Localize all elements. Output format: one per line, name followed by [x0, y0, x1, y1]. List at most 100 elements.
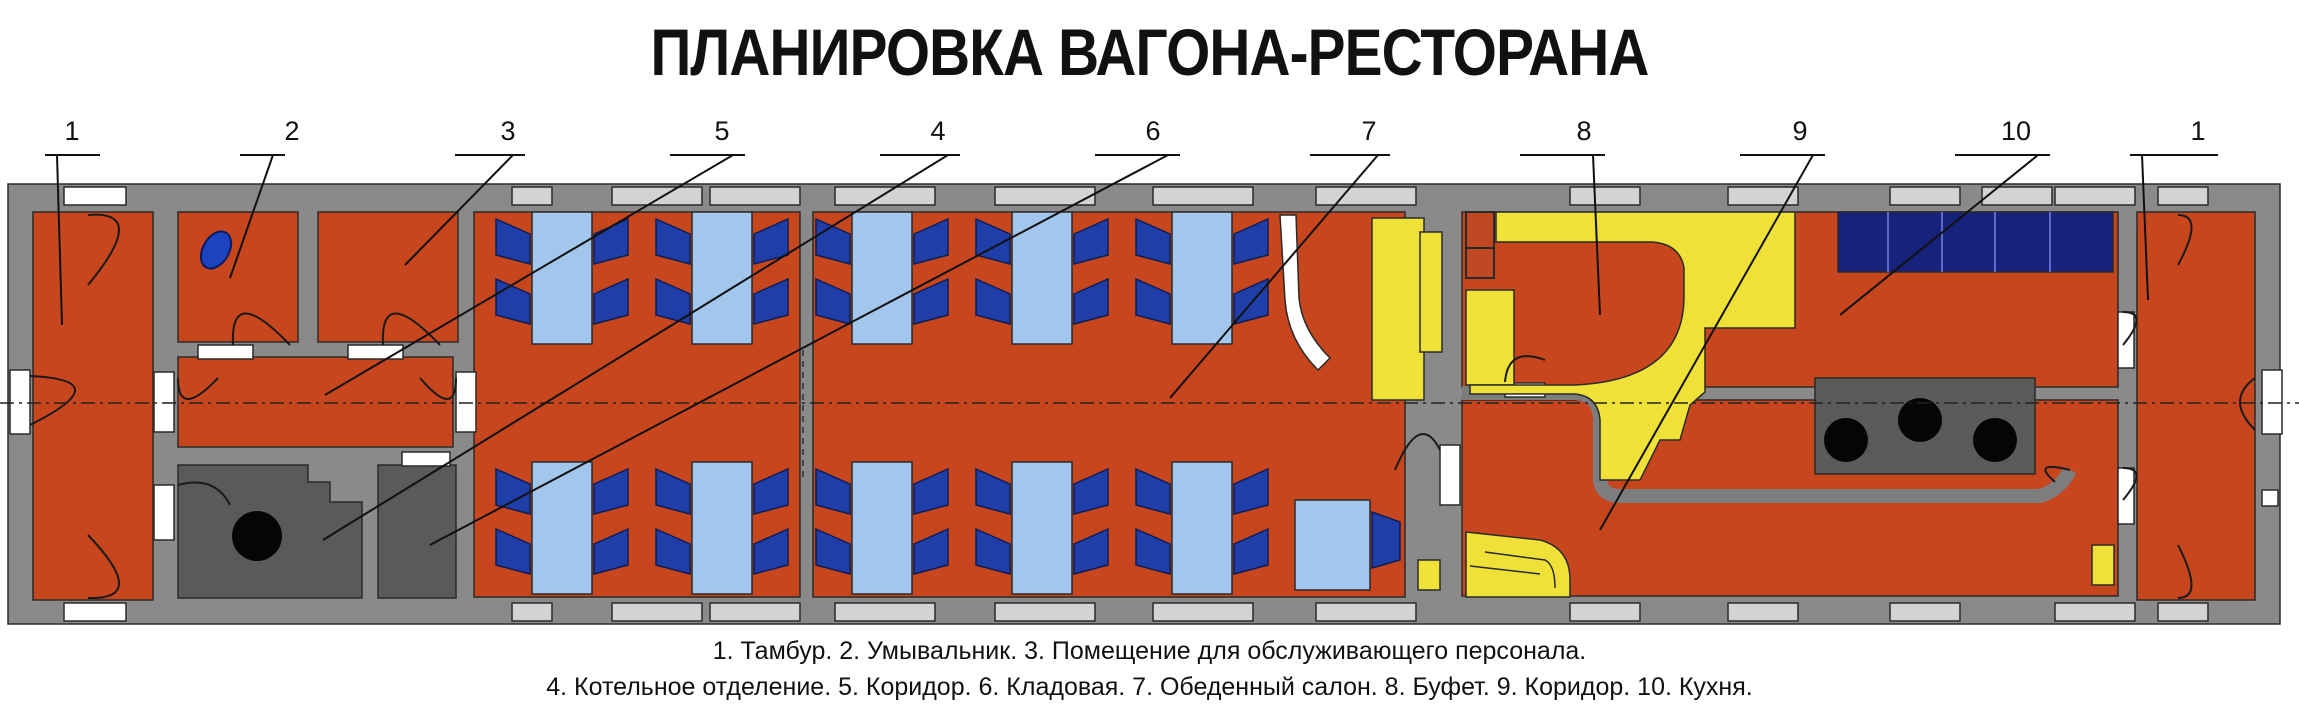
- leader-line-1: [56, 154, 63, 326]
- callout-2: 2: [284, 116, 299, 146]
- door-swing-1: [87, 213, 120, 286]
- kitchen-sink-unit: [2091, 544, 2115, 586]
- window-bottom-10: [1889, 602, 1961, 622]
- door-opening-11: [1439, 444, 1461, 506]
- chair-6-3: [593, 467, 629, 515]
- dining-table-2: [691, 211, 753, 345]
- window-bottom-5: [994, 602, 1096, 622]
- window-top-10: [1889, 186, 1961, 206]
- chair-4-3: [1073, 217, 1109, 265]
- door-swing-3: [29, 375, 76, 426]
- window-bottom-1: [511, 602, 553, 622]
- leader-line-3: [404, 154, 514, 266]
- leader-line-11: [2141, 154, 2149, 301]
- window-bottom-11: [2054, 602, 2136, 622]
- washbasin-icon: [199, 230, 233, 270]
- door-opening-5: [401, 451, 451, 467]
- boiler-icon: [232, 511, 282, 561]
- window-bottom-3: [709, 602, 801, 622]
- door-swing-9: [1394, 433, 1441, 471]
- dining-table-1: [531, 211, 593, 345]
- leader-line-2: [229, 154, 274, 279]
- doors: [29, 213, 2256, 600]
- stove-burner-2: [1898, 398, 1942, 442]
- window-top-11: [1981, 186, 2053, 206]
- chair-6-2: [495, 527, 531, 575]
- callout-labels: 1 2 3 5 4 6 7 8 9 10 1: [64, 116, 2205, 146]
- window-bottom-2: [611, 602, 703, 622]
- callout-6: 6: [1145, 116, 1160, 146]
- buffet-seat-lines: [1469, 551, 1556, 589]
- window-top-6: [1152, 186, 1254, 206]
- door-swing-10: [1504, 355, 1546, 383]
- furniture: [199, 211, 2115, 598]
- door-opening-2: [63, 602, 127, 622]
- window-bottom-4: [834, 602, 936, 622]
- stove-burner-1: [1824, 418, 1868, 462]
- washroom-room: [177, 211, 299, 343]
- dining-table-3: [851, 211, 913, 345]
- callout-4: 4: [930, 116, 945, 146]
- buffet-box-2: [1465, 247, 1495, 279]
- door-swing-2: [87, 534, 120, 600]
- buffet-rack: [1465, 289, 1515, 386]
- buffet-cabinet-slim: [1419, 231, 1443, 353]
- leader-line-5: [322, 154, 949, 541]
- chair-7-4: [753, 527, 789, 575]
- buffet-cabinet-left: [1371, 217, 1425, 401]
- legend-line-1: 1. Тамбур. 2. Умывальник. 3. Помещение д…: [712, 637, 1587, 665]
- chair-3-3: [913, 217, 949, 265]
- stove-burner-3: [1973, 418, 2017, 462]
- window-top-3: [709, 186, 801, 206]
- door-opening-15: [2261, 489, 2279, 507]
- leader-line-8: [1592, 154, 1601, 316]
- vestibule-right-room: [2136, 211, 2256, 601]
- chair-8-3: [913, 467, 949, 515]
- buffet-counter: [1469, 211, 1796, 481]
- chair-9-1: [975, 467, 1011, 515]
- door-swing-7: [419, 377, 457, 400]
- callout-3: 3: [500, 116, 515, 146]
- window-top-9: [1727, 186, 1799, 206]
- service-table: [1294, 499, 1371, 591]
- callout-8: 8: [1576, 116, 1591, 146]
- callout-5: 5: [714, 116, 729, 146]
- chair-6-1: [495, 467, 531, 515]
- chair-8-4: [913, 527, 949, 575]
- leader-line-9: [1599, 154, 1814, 531]
- dining-table-10: [1171, 461, 1233, 595]
- dining-table-9: [1011, 461, 1073, 595]
- dining-table-5: [1171, 211, 1233, 345]
- dining-corner-unit: [1417, 559, 1441, 591]
- callout-10: 10: [2001, 116, 2031, 146]
- chair-5-3: [1233, 217, 1269, 265]
- chair-4-4: [1073, 277, 1109, 325]
- door-opening-7: [2261, 369, 2283, 435]
- page-title: ПЛАНИРОВКА ВАГОНА-РЕСТОРАНА: [650, 15, 1649, 89]
- window-bottom-7: [1315, 602, 1417, 622]
- chair-10-4: [1233, 527, 1269, 575]
- chair-4-2: [975, 277, 1011, 325]
- window-bottom-12: [2157, 602, 2209, 622]
- door-swing-8: [177, 481, 231, 506]
- door-swing-12: [2122, 467, 2138, 501]
- dining-table-6: [531, 461, 593, 595]
- service-chair: [1371, 510, 1401, 569]
- leader-line-4: [324, 154, 734, 396]
- callout-leaders: [45, 154, 2218, 546]
- window-top-7: [1315, 186, 1417, 206]
- window-bottom-9: [1727, 602, 1799, 622]
- chair-9-4: [1073, 527, 1109, 575]
- dining-table-7: [691, 461, 753, 595]
- door-opening-4: [347, 344, 404, 360]
- door-swing-16: [2044, 466, 2071, 483]
- window-top-13: [2157, 186, 2209, 206]
- door-swing-15: [2239, 377, 2256, 431]
- chair-8-2: [815, 527, 851, 575]
- chair-10-3: [1233, 467, 1269, 515]
- window-top-1: [511, 186, 553, 206]
- window-top-2: [611, 186, 703, 206]
- door-opening-3: [197, 344, 254, 360]
- door-swing-13: [2177, 214, 2193, 266]
- chair-5-2: [1135, 277, 1171, 325]
